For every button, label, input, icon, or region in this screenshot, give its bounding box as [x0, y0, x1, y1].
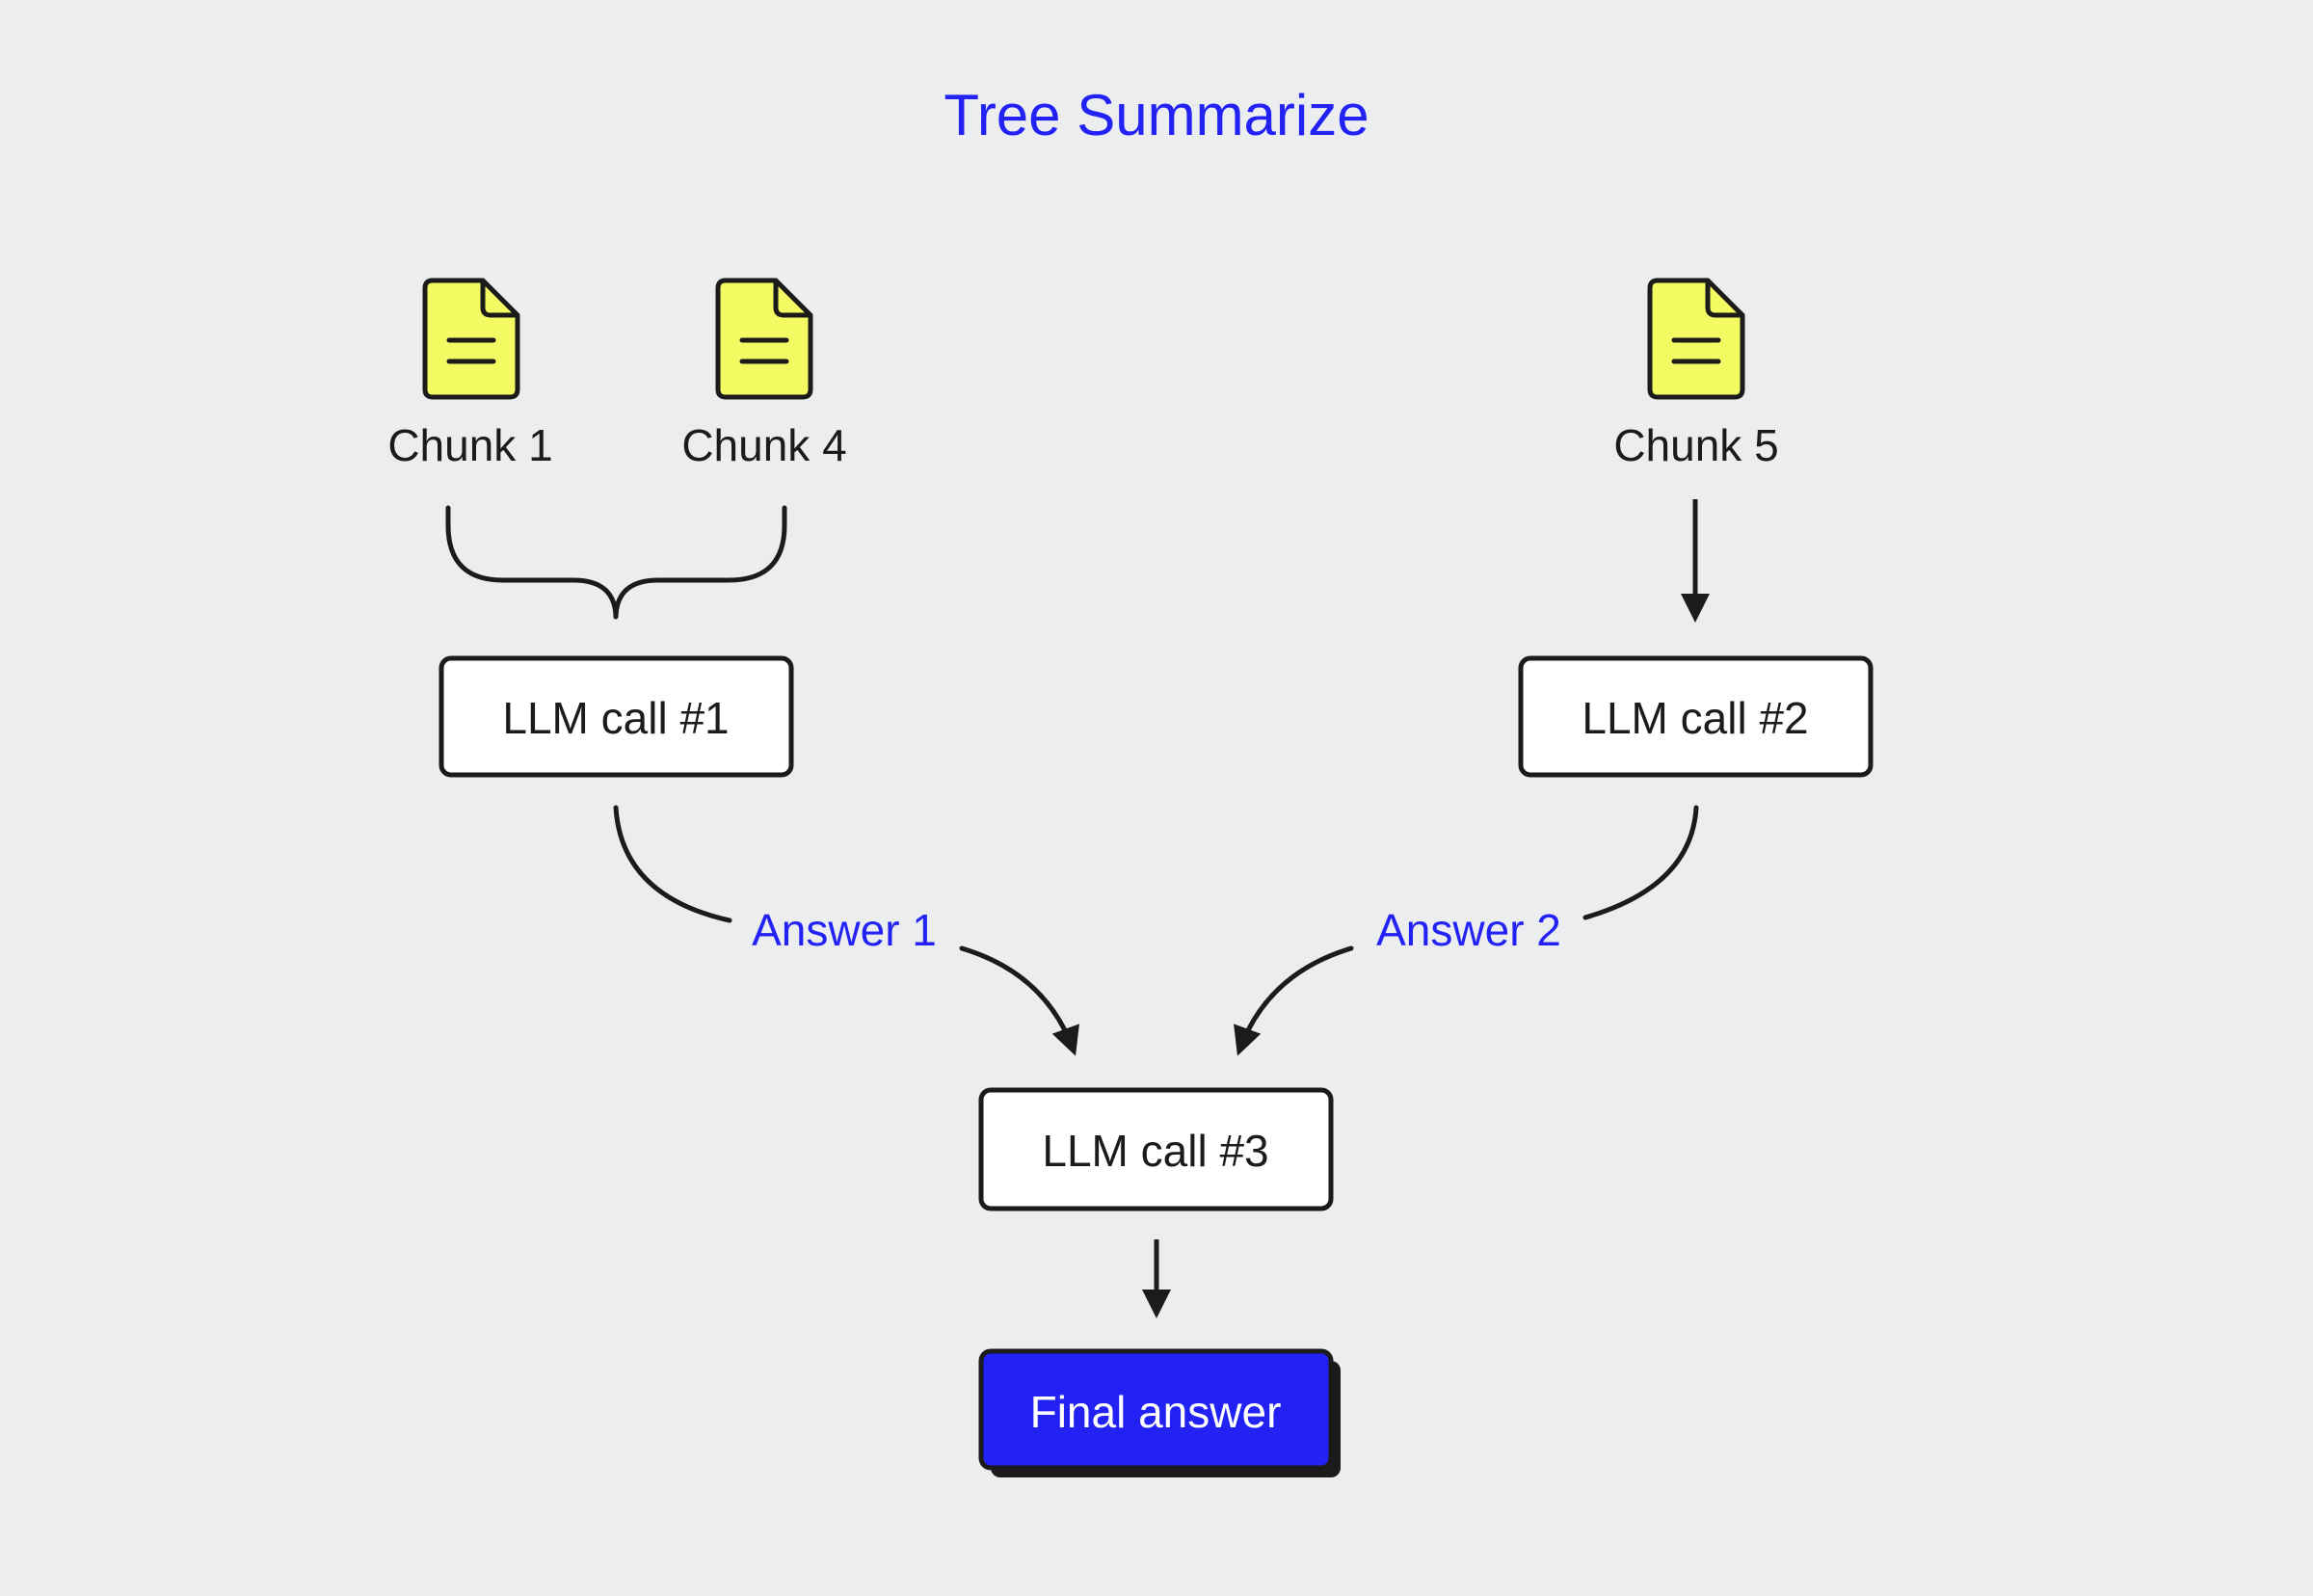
llm-call-box: LLM call #1: [439, 655, 794, 778]
arrow-answer1-to-llm3: [959, 945, 1079, 1056]
llm-call-box: LLM call #2: [1518, 655, 1874, 778]
brace-connector: [445, 505, 787, 620]
answer-label: Answer 2: [1376, 905, 1561, 955]
final-answer-box: Final answer: [978, 1348, 1341, 1477]
document-icon: [422, 278, 520, 400]
final-answer-label: Final answer: [1030, 1387, 1282, 1437]
chunk-label: Chunk 4: [681, 420, 846, 470]
llm-call-box: LLM call #3: [978, 1087, 1334, 1211]
chunk-label: Chunk 5: [1613, 420, 1778, 470]
arrow-answer2-to-llm3: [1234, 945, 1354, 1056]
document-icon: [1647, 278, 1745, 400]
answer-label: Answer 1: [752, 905, 937, 955]
llm-call-label: LLM call #3: [1042, 1126, 1268, 1176]
llm-call-label: LLM call #1: [502, 693, 729, 743]
llm-call-label: LLM call #2: [1582, 693, 1808, 743]
curve-llm2-to-answer2: [1582, 805, 1699, 920]
document-icon: [715, 278, 813, 400]
chunk-label: Chunk 1: [387, 420, 552, 470]
curve-llm1-to-answer1: [613, 805, 732, 923]
diagram-title: Tree Summarize: [944, 83, 1369, 147]
